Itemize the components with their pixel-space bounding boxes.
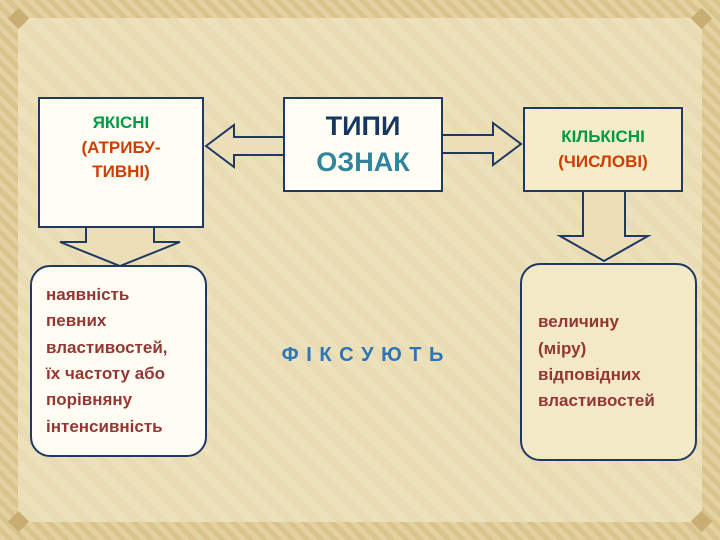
qualitative-box: ЯКІСНІ (АТРИБУ- ТИВНІ) [38, 97, 204, 228]
qualitative-title: ЯКІСНІ [92, 113, 150, 132]
quantitative-note-box: величину (міру) відповідних властивостей [520, 263, 697, 461]
qualitative-note-box: наявність певних властивостей, їх частот… [30, 265, 207, 457]
types-box: ТИПИ ОЗНАК [283, 97, 443, 192]
quantitative-note-text: величину (міру) відповідних властивостей [538, 312, 655, 411]
quantitative-subtitle: (ЧИСЛОВІ) [558, 151, 648, 171]
qualitative-subtitle: (АТРИБУ- ТИВНІ) [81, 137, 161, 182]
qualitative-note-text: наявність певних властивостей, їх частот… [46, 284, 168, 436]
fixate-label: Ф І К С У Ю Т Ь [281, 344, 445, 366]
types-title-line1: ТИПИ [325, 111, 401, 142]
types-title-line2: ОЗНАК [316, 146, 410, 177]
quantitative-box: КІЛЬКІСНІ (ЧИСЛОВІ) [523, 107, 683, 192]
quantitative-title: КІЛЬКІСНІ [561, 126, 645, 146]
